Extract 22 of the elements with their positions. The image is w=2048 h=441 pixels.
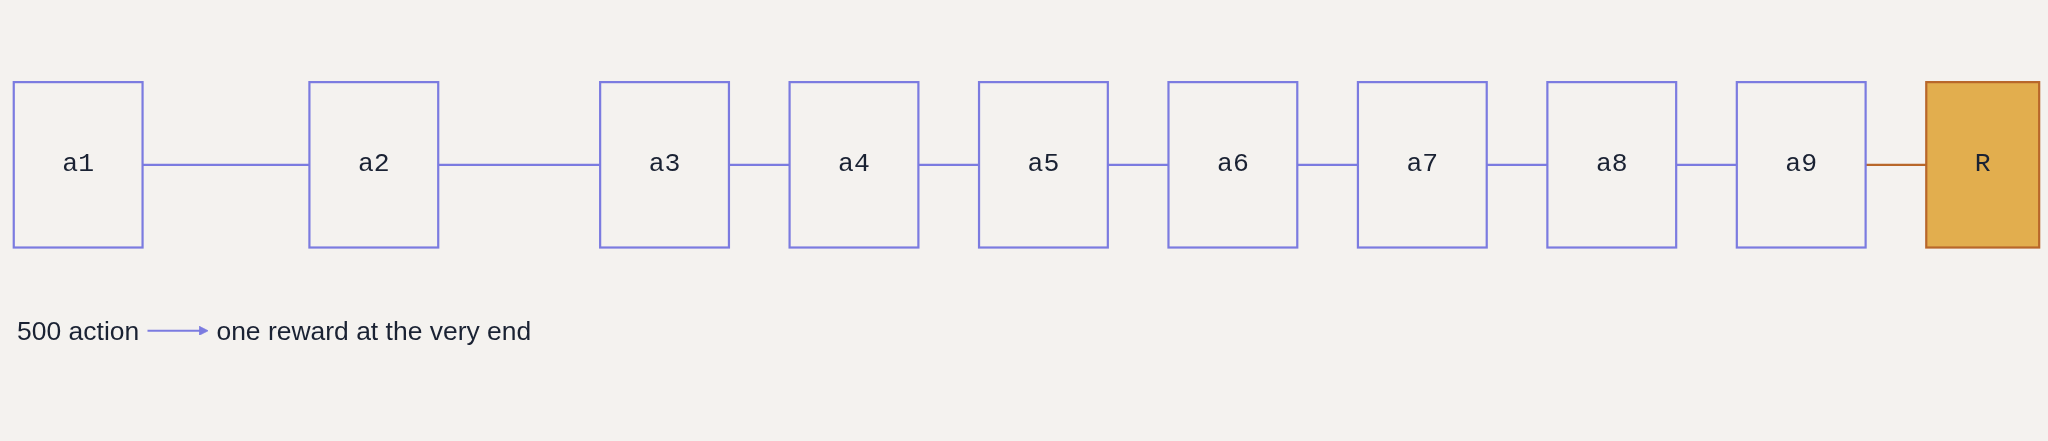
node-box: R [1925,81,2041,249]
connector [1486,163,1548,166]
connector [1297,163,1358,166]
node-box: a5 [977,81,1109,249]
node-box: a3 [599,81,731,249]
connector [438,163,601,166]
connector [1676,163,1737,166]
connector [1865,163,1927,166]
connector [1107,163,1169,166]
node-box: a8 [1546,81,1678,249]
node-box: a7 [1356,81,1488,249]
connector [728,163,790,166]
node-box: a6 [1167,81,1299,249]
node-text: 500 action [17,315,140,346]
node-box: a2 [308,81,440,249]
node-box: a4 [788,81,920,249]
node-box: a1 [12,81,144,249]
arrow [147,325,209,336]
connector [142,163,310,166]
node-box: a9 [1735,81,1867,249]
node-text: one reward at the very end [216,315,532,346]
connector [918,163,980,166]
